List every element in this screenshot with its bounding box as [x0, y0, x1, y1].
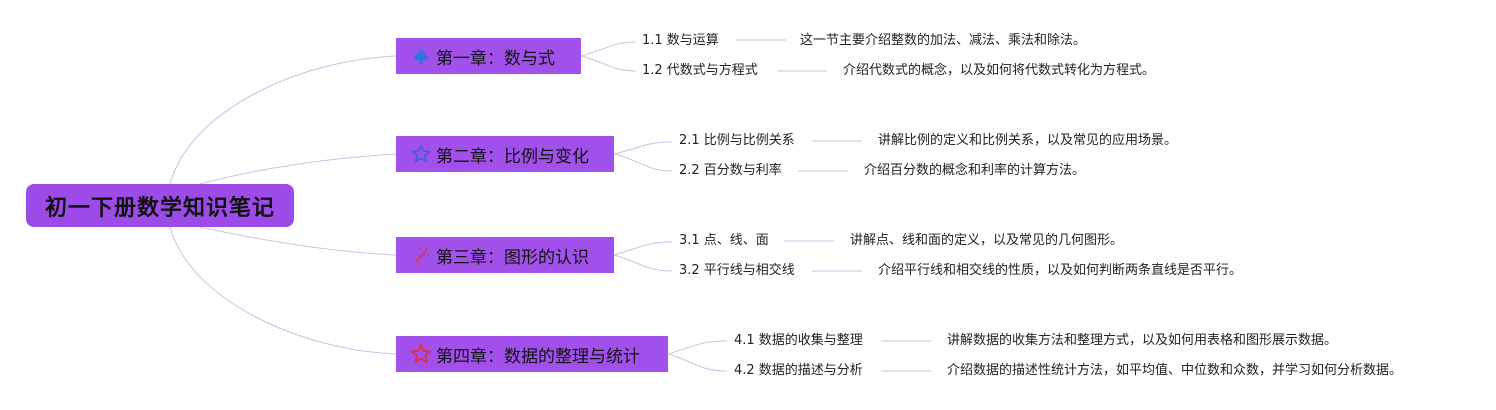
section-label[interactable]: 1.2 代数式与方程式 [642, 63, 758, 78]
section-desc: 这一节主要介绍整数的加法、减法、乘法和除法。 [800, 33, 1087, 48]
chapter-title: 第一章：数与式 [436, 48, 555, 69]
section-desc: 介绍数据的描述性统计方法，如平均值、中位数和众数，并学习如何分析数据。 [947, 363, 1403, 378]
chapter-node-4[interactable]: 第四章：数据的整理与统计 [396, 336, 668, 372]
section-label[interactable]: 2.1 比例与比例关系 [679, 133, 795, 148]
red-star-icon [410, 343, 432, 365]
section-desc: 介绍平行线和相交线的性质，以及如何判断两条直线是否平行。 [878, 263, 1243, 278]
chapter-title: 第三章：图形的认识 [436, 247, 589, 268]
section-desc: 介绍百分数的概念和利率的计算方法。 [864, 163, 1086, 178]
root-node[interactable]: 初一下册数学知识笔记 [26, 184, 294, 227]
section-desc: 讲解点、线和面的定义，以及常见的几何图形。 [850, 233, 1124, 248]
section-label[interactable]: 4.2 数据的描述与分析 [734, 363, 863, 378]
chapter-node-3[interactable]: 第三章：图形的认识 [396, 237, 614, 273]
root-title: 初一下册数学知识笔记 [44, 195, 275, 221]
section-label[interactable]: 3.1 点、线、面 [679, 233, 769, 248]
section-desc: 讲解数据的收集方法和整理方式，以及如何用表格和图形展示数据。 [947, 333, 1338, 348]
section-label[interactable]: 4.1 数据的收集与整理 [734, 333, 863, 348]
chapter-title: 第二章：比例与变化 [436, 146, 589, 167]
section-desc: 介绍代数式的概念，以及如何将代数式转化为方程式。 [843, 63, 1156, 78]
chapter-title: 第四章：数据的整理与统计 [436, 346, 640, 367]
section-label[interactable]: 2.2 百分数与利率 [679, 163, 782, 178]
section-desc: 讲解比例的定义和比例关系，以及常见的应用场景。 [878, 133, 1178, 148]
spade-icon [410, 45, 432, 67]
section-label[interactable]: 1.1 数与运算 [642, 33, 719, 48]
section-label[interactable]: 3.2 平行线与相交线 [679, 263, 795, 278]
chapter-node-1[interactable]: 第一章：数与式 [396, 38, 581, 74]
magic-wand-icon [410, 244, 432, 266]
star-outline-icon [410, 143, 432, 165]
chapter-node-2[interactable]: 第二章：比例与变化 [396, 136, 614, 172]
